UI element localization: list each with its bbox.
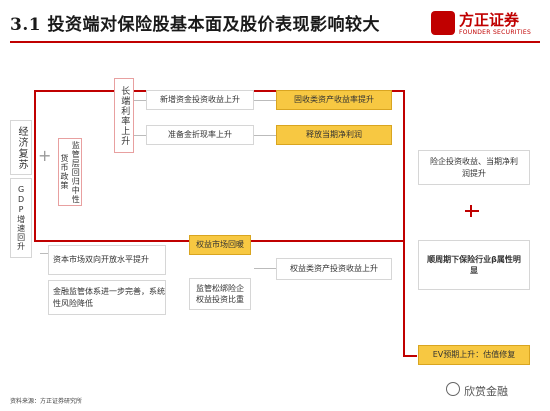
plus-horizontal-line <box>465 210 479 212</box>
yield-connector-line <box>134 100 146 101</box>
right-vertical-line <box>403 90 405 355</box>
reserve-rate-box: 准备金折现率上升 <box>146 125 254 145</box>
equity-yield-box: 权益类资产投资收益上升 <box>276 258 392 280</box>
logo-english: FOUNDER SECURITIES <box>459 29 532 36</box>
net-profit-box: 释放当期净利润 <box>276 125 392 145</box>
page-title: 3.1 投资端对保险股基本面及股价表现影响较大 <box>10 15 380 35</box>
top-right-line <box>134 90 404 92</box>
gdp-growth-box: GDP增速回升 <box>10 178 32 258</box>
founder-logo-icon <box>431 11 455 35</box>
regulation-loosen-box: 监管松绑险企权益投资比重 <box>189 278 251 310</box>
source-footer: 资料来源：方正证券研究所 <box>10 398 83 405</box>
long-rate-box: 长端利率上升 <box>114 78 134 153</box>
monetary-policy-box: 监管层回归中性货币政策 <box>58 138 82 206</box>
beta-attribute-box: 顺周期下保险行业β属性明显 <box>418 240 530 290</box>
left-trunk-line <box>34 90 36 241</box>
investment-income-box: 险企投资收益、当期净利润提升 <box>418 150 530 185</box>
plus-sign: + <box>38 146 52 165</box>
ev-valuation-box: EV预期上升：估值修复 <box>418 345 530 365</box>
fixed-income-yield-box: 固收类资产收益率提升 <box>276 90 392 110</box>
equity-yield-connector-line <box>254 268 276 269</box>
fixed-connector-line <box>254 100 276 101</box>
upper-branch-line <box>34 90 114 92</box>
capital-connector-line <box>40 253 48 254</box>
profit-connector-line <box>254 135 276 136</box>
equity-market-box: 权益市场回暖 <box>189 235 251 255</box>
ev-connector-line <box>403 355 417 357</box>
reserve-connector-line <box>134 135 146 136</box>
economic-recovery-box: 经济复苏 <box>10 120 32 175</box>
lower-branch-line <box>34 240 189 242</box>
regulation-box: 金融监管体系进一步完善，系统性风险降低 <box>48 280 166 315</box>
logo-name: 方正证券 <box>459 11 520 29</box>
lower-right-line <box>240 240 404 242</box>
new-funds-yield-box: 新增资金投资收益上升 <box>146 90 254 110</box>
title-divider <box>10 41 540 43</box>
watermark-text: 欣赏金融 <box>464 385 508 398</box>
wechat-icon <box>446 382 460 396</box>
capital-market-box: 资本市场双向开放水平提升 <box>48 245 166 275</box>
